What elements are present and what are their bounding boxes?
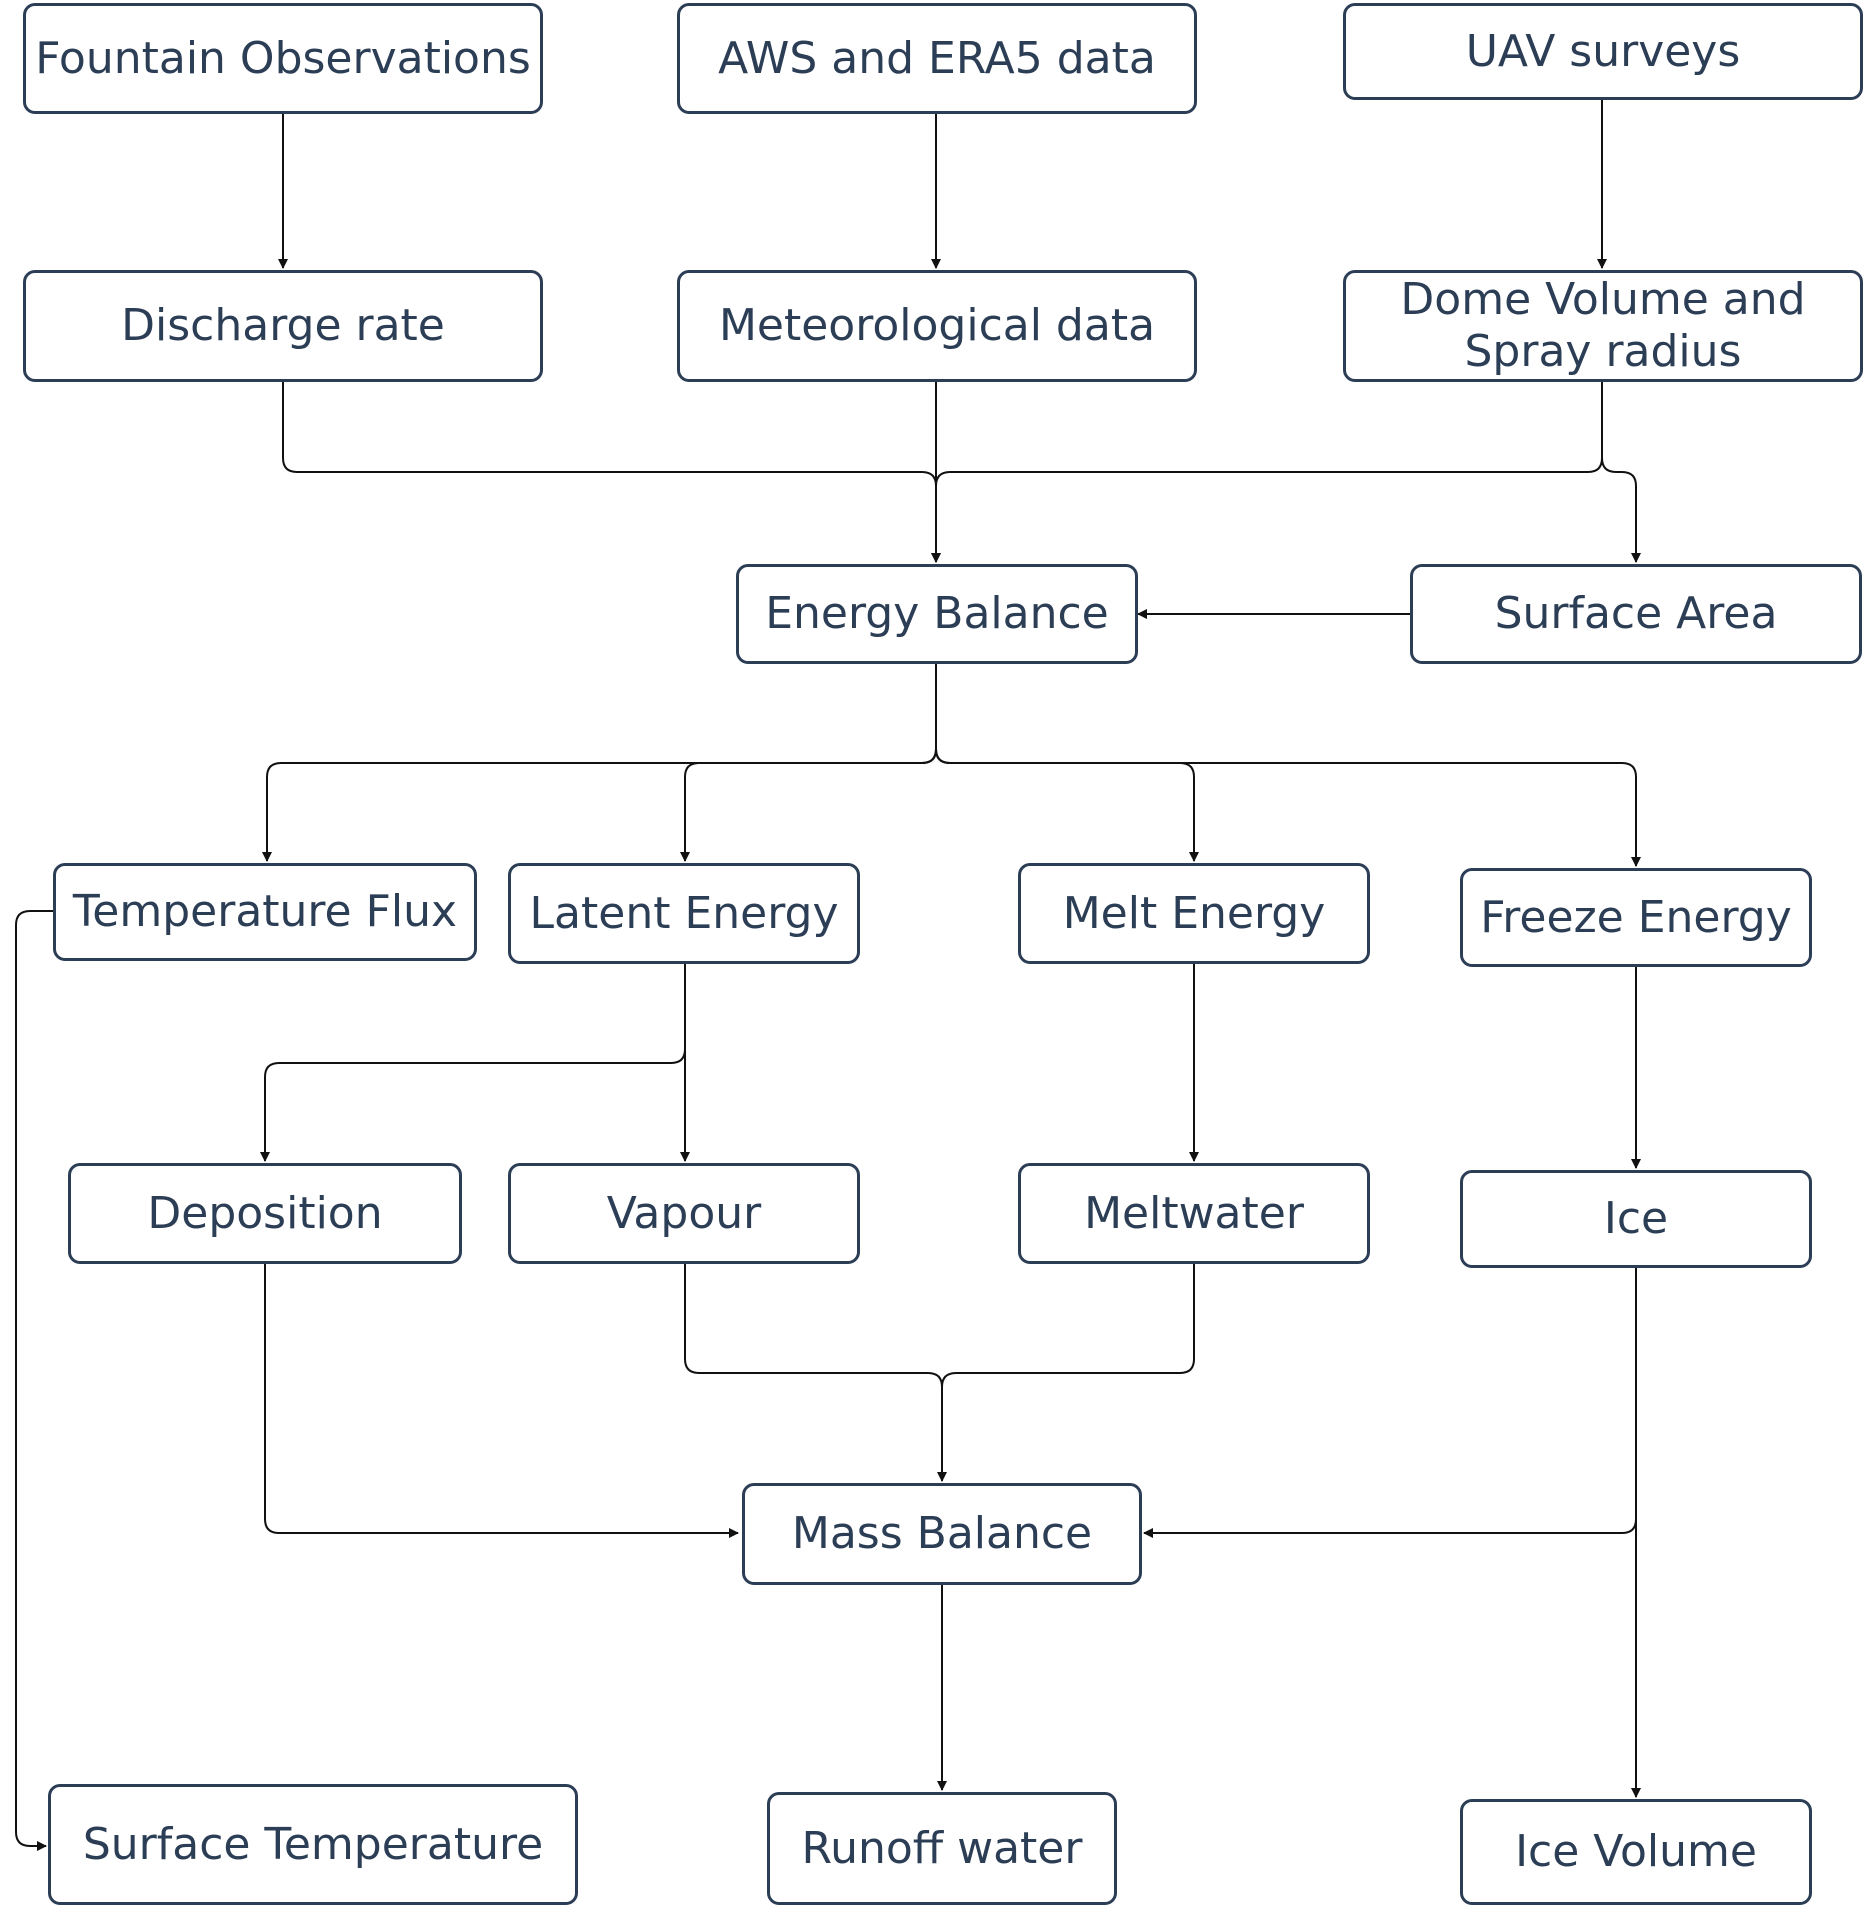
node-surface-area: Surface Area xyxy=(1410,564,1862,664)
node-meteorological-data: Meteorological data xyxy=(677,270,1197,382)
edge-dome-to-surface-area xyxy=(1601,457,1641,563)
node-surface-temperature: Surface Temperature xyxy=(48,1784,578,1905)
edge-temperature-flux-to-surface-temperature xyxy=(15,910,53,1851)
edge-latent-to-deposition xyxy=(260,963,686,1162)
node-freeze-energy: Freeze Energy xyxy=(1460,868,1812,967)
node-discharge-rate: Discharge rate xyxy=(23,270,543,382)
edge-energy-to-melt xyxy=(935,748,1199,862)
node-melt-energy: Melt Energy xyxy=(1018,863,1370,964)
edge-vapour-to-mass-balance xyxy=(684,1263,947,1482)
node-dome-volume-spray-radius: Dome Volume and Spray radius xyxy=(1343,270,1863,382)
node-ice: Ice xyxy=(1460,1170,1812,1268)
node-latent-energy: Latent Energy xyxy=(508,863,860,964)
node-vapour: Vapour xyxy=(508,1163,860,1264)
edge-dome-to-energy-balance xyxy=(935,381,1603,487)
edge-energy-to-latent xyxy=(680,748,937,862)
node-uav-surveys: UAV surveys xyxy=(1343,3,1863,100)
edge-deposition-to-mass-balance xyxy=(264,1263,739,1538)
node-temperature-flux: Temperature Flux xyxy=(53,863,477,961)
edge-energy-to-freeze xyxy=(935,748,1641,867)
node-runoff-water: Runoff water xyxy=(767,1792,1117,1905)
node-ice-volume: Ice Volume xyxy=(1460,1799,1812,1905)
node-meltwater: Meltwater xyxy=(1018,1163,1370,1264)
edge-ice-to-mass-balance xyxy=(1143,1267,1637,1538)
node-energy-balance: Energy Balance xyxy=(736,564,1138,664)
node-aws-era5-data: AWS and ERA5 data xyxy=(677,3,1197,114)
node-mass-balance: Mass Balance xyxy=(742,1483,1142,1585)
node-fountain-observations: Fountain Observations xyxy=(23,3,543,114)
edge-meltwater-to-mass-balance xyxy=(941,1263,1195,1388)
edge-discharge-to-energy-balance xyxy=(282,381,941,563)
node-deposition: Deposition xyxy=(68,1163,462,1264)
